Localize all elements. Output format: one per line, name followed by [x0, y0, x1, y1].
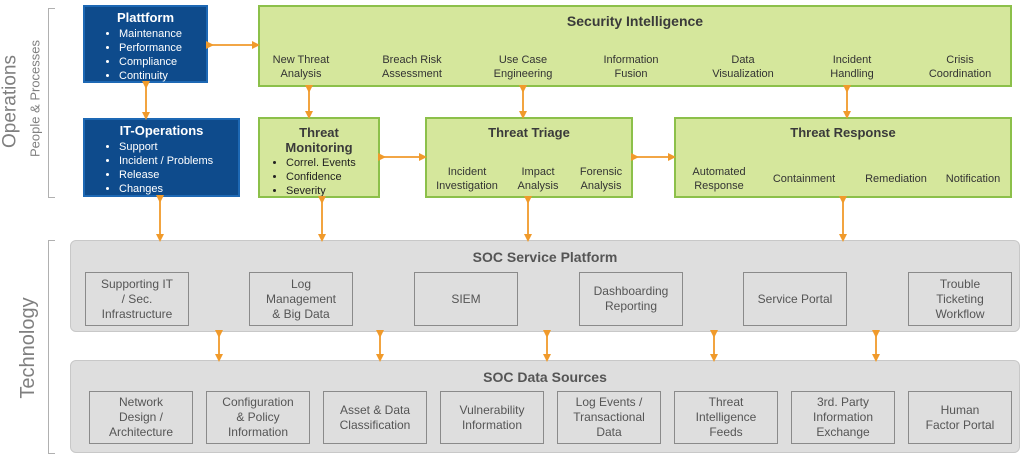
it-operations-box: IT-Operations Support Incident / Problem… — [83, 118, 240, 197]
platform-item: Performance — [119, 41, 200, 55]
it-operations-item: Support — [119, 140, 232, 154]
it-operations-item: Release — [119, 168, 232, 182]
soc-data-sources-title: SOC Data Sources — [483, 369, 607, 385]
threat-monitoring-item: Severity — [286, 184, 378, 198]
threat-monitoring-list: Correl. Events Confidence Severity — [260, 156, 378, 198]
technology-bracket — [48, 240, 55, 454]
platform-title: Plattform — [116, 10, 175, 25]
response-item-notification: Notification — [945, 173, 1001, 185]
response-item-remediation: Remediation — [865, 173, 927, 185]
platform-box: Plattform Maintenance Performance Compli… — [83, 5, 208, 83]
platform-service-portal: Service Portal — [743, 272, 847, 326]
threat-monitoring-item: Correl. Events — [286, 156, 378, 170]
response-item-containment: Containment — [772, 173, 836, 185]
platform-item: Continuity — [119, 69, 200, 83]
threat-monitoring-item: Confidence — [286, 170, 378, 184]
platform-list: Maintenance Performance Compliance Conti… — [91, 27, 200, 83]
soc-service-platform-title: SOC Service Platform — [472, 249, 618, 265]
it-operations-item: Incident / Problems — [119, 154, 232, 168]
security-intelligence-title: Security Intelligence — [566, 13, 704, 29]
threat-triage-title: Threat Triage — [488, 125, 570, 140]
soc-service-platform-panel: SOC Service Platform Supporting IT/ Sec.… — [70, 240, 1020, 332]
it-operations-item: Changes — [119, 182, 232, 196]
it-operations-list: Support Incident / Problems Release Chan… — [91, 140, 232, 196]
threat-monitoring-title: Threat Monitoring — [285, 125, 353, 155]
platform-item: Maintenance — [119, 27, 200, 41]
platform-siem: SIEM — [414, 272, 518, 326]
platform-supporting-it: Supporting IT/ Sec.Infrastructure — [85, 272, 189, 326]
threat-response-title: Threat Response — [790, 125, 896, 140]
it-operations-title: IT-Operations — [119, 123, 204, 138]
operations-bracket — [48, 8, 55, 198]
platform-item: Compliance — [119, 55, 200, 69]
